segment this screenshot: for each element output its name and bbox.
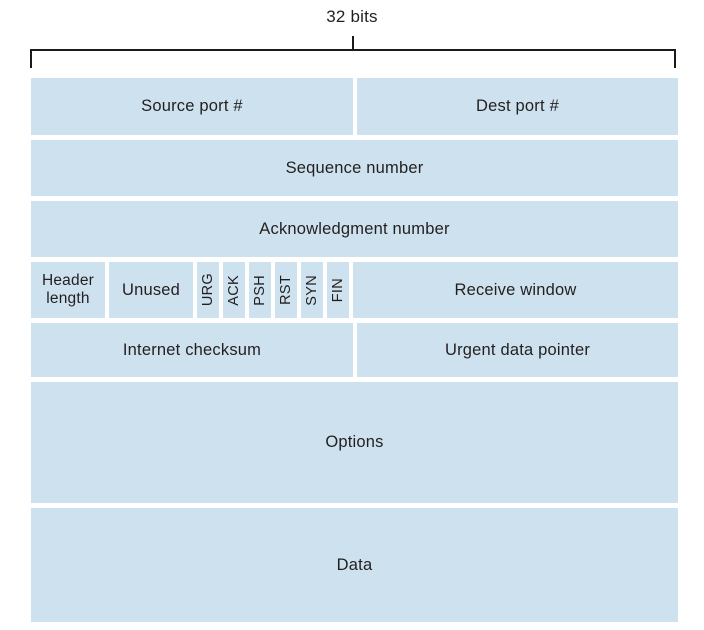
flag-psh-label: PSH: [252, 274, 268, 306]
row-sequence-number: Sequence number: [31, 140, 678, 196]
bracket-center-tick: [352, 36, 354, 49]
field-source-port: Source port #: [31, 78, 353, 135]
field-unused: Unused: [109, 262, 193, 318]
row-data: Data: [31, 508, 678, 622]
row-checksum: Internet checksum Urgent data pointer: [31, 323, 678, 377]
flag-syn-label: SYN: [304, 274, 320, 306]
field-header-length: Header length: [31, 262, 105, 318]
row-flags: Header length Unused URG ACK PSH RST SYN…: [31, 262, 678, 318]
segment-rows: Source port # Dest port # Sequence numbe…: [31, 78, 678, 622]
field-flag-urg: URG: [197, 262, 219, 318]
field-flag-syn: SYN: [301, 262, 323, 318]
field-options: Options: [31, 382, 678, 503]
field-receive-window: Receive window: [353, 262, 678, 318]
field-urgent-data-pointer: Urgent data pointer: [357, 323, 678, 377]
field-flag-rst: RST: [275, 262, 297, 318]
row-options: Options: [31, 382, 678, 503]
bits-span-bracket: [30, 49, 676, 68]
field-internet-checksum: Internet checksum: [31, 323, 353, 377]
field-sequence-number: Sequence number: [31, 140, 678, 196]
field-data: Data: [31, 508, 678, 622]
flag-rst-label: RST: [278, 275, 294, 305]
field-flag-fin: FIN: [327, 262, 349, 318]
flag-ack-label: ACK: [226, 274, 242, 306]
field-dest-port: Dest port #: [357, 78, 678, 135]
field-acknowledgment-number: Acknowledgment number: [31, 201, 678, 257]
flag-urg-label: URG: [200, 273, 216, 307]
bits-width-label: 32 bits: [326, 7, 378, 26]
field-flag-psh: PSH: [249, 262, 271, 318]
row-acknowledgment-number: Acknowledgment number: [31, 201, 678, 257]
flag-fin-label: FIN: [330, 277, 346, 303]
row-ports: Source port # Dest port #: [31, 78, 678, 135]
field-flag-ack: ACK: [223, 262, 245, 318]
